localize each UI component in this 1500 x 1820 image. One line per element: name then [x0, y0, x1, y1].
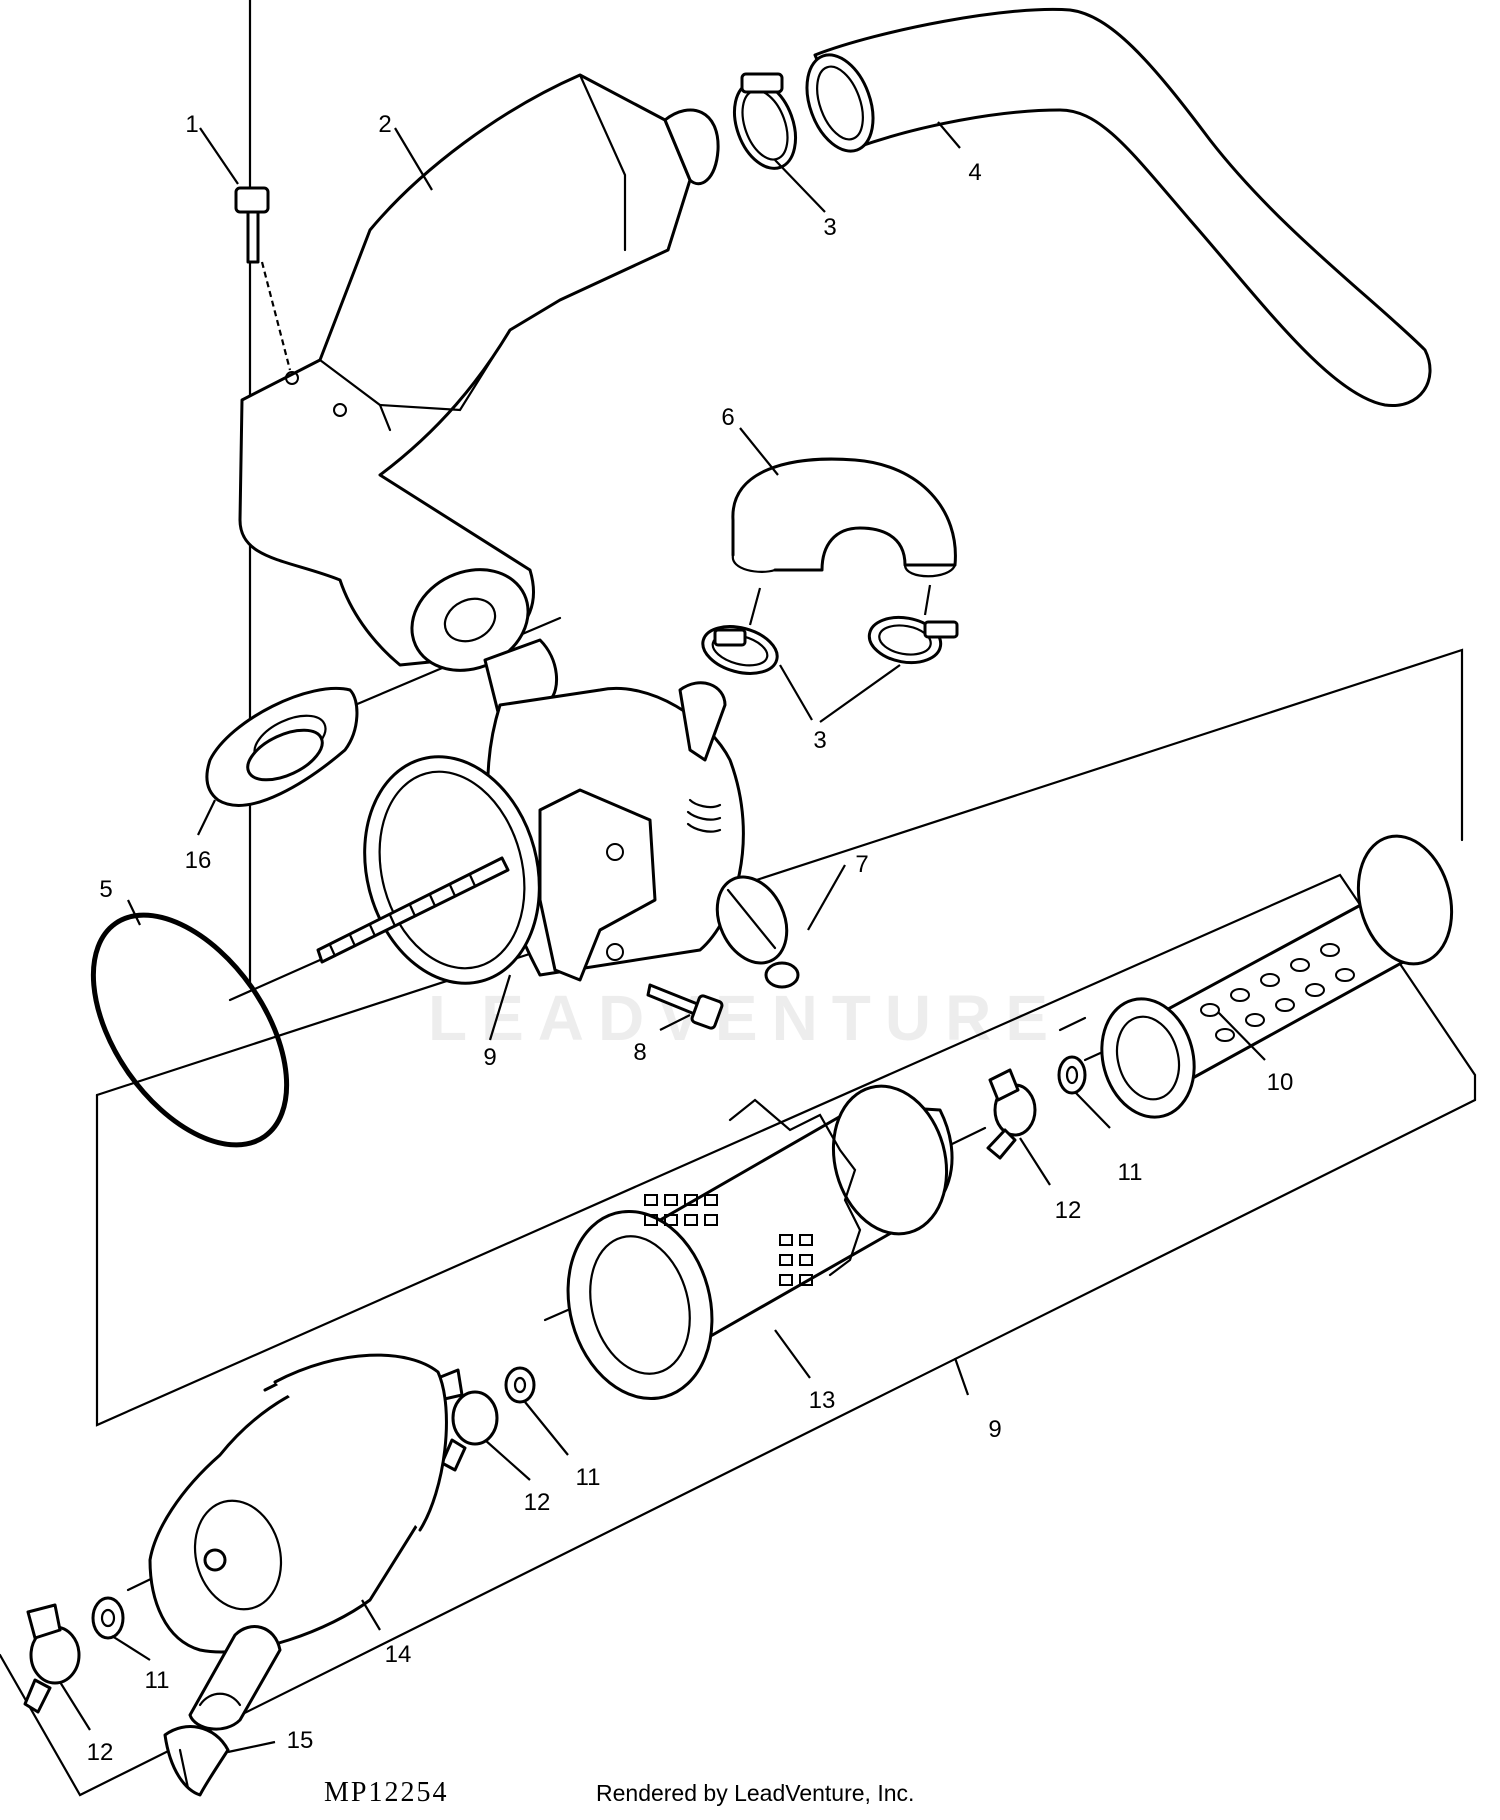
hose-clamp-part-3-top: [733, 72, 797, 170]
callout-5: 5: [99, 876, 112, 903]
hose-clamp-part-3-left: [701, 625, 779, 675]
callout-8: 8: [633, 1039, 646, 1066]
callout-11-c: 11: [145, 1667, 170, 1694]
inner-filter-part-10: [1100, 834, 1454, 1119]
callout-10: 10: [1267, 1069, 1294, 1096]
primary-filter-part-13: [566, 1084, 954, 1401]
callout-16: 16: [185, 847, 212, 874]
diagram-code: MP12254: [324, 1777, 449, 1808]
watermark: LEADVENTURE: [428, 982, 1062, 1054]
callouts: 1 2 3 3 4 5 6 7 8 9 9 10 11 11 11 12 12 …: [87, 111, 1294, 1766]
callout-2: 2: [378, 111, 391, 138]
callout-3-top: 3: [823, 214, 836, 241]
callout-9-housing: 9: [483, 1044, 496, 1071]
callout-14: 14: [385, 1641, 412, 1668]
callout-7: 7: [855, 851, 868, 878]
housing-cover-part-14: [148, 1353, 448, 1731]
callout-12-a: 12: [1055, 1197, 1082, 1224]
o-ring-part-5: [90, 912, 290, 1148]
callout-4: 4: [968, 159, 981, 186]
u-hose-part-6: [731, 457, 957, 626]
callout-11-b: 11: [576, 1464, 601, 1491]
callout-1: 1: [185, 111, 198, 138]
render-credit: Rendered by LeadVenture, Inc.: [596, 1780, 915, 1806]
callout-leaders: [59, 121, 1266, 1754]
callout-6: 6: [721, 404, 734, 431]
hose-part-4: [805, 7, 1432, 408]
threaded-rod: [316, 856, 510, 964]
dust-valve-part-15: [163, 1725, 230, 1797]
bolt-part-1: [234, 186, 292, 371]
callout-12-c: 12: [87, 1739, 114, 1766]
hose-clamp-part-3-right: [867, 615, 959, 665]
foam-seal-part-16: [205, 687, 359, 807]
callout-15: 15: [287, 1727, 314, 1754]
callout-13: 13: [809, 1387, 836, 1414]
wing-nut-part-12-c: [23, 1603, 81, 1714]
wing-nut-part-12-a: [986, 1068, 1037, 1160]
washer-part-11-a: [1057, 1055, 1087, 1095]
intake-duct-part-2: [238, 73, 720, 672]
callout-3-middle: 3: [813, 727, 826, 754]
callout-11-a: 11: [1118, 1159, 1143, 1186]
callout-9-assembly: 9: [988, 1416, 1001, 1443]
callout-12-b: 12: [524, 1489, 551, 1516]
valve-part-7: [715, 875, 800, 989]
bolt-part-8: [646, 983, 724, 1030]
air-cleaner-housing-part-9: [363, 638, 745, 985]
washer-part-11-b: [504, 1366, 536, 1404]
washer-part-11-c: [91, 1596, 125, 1640]
